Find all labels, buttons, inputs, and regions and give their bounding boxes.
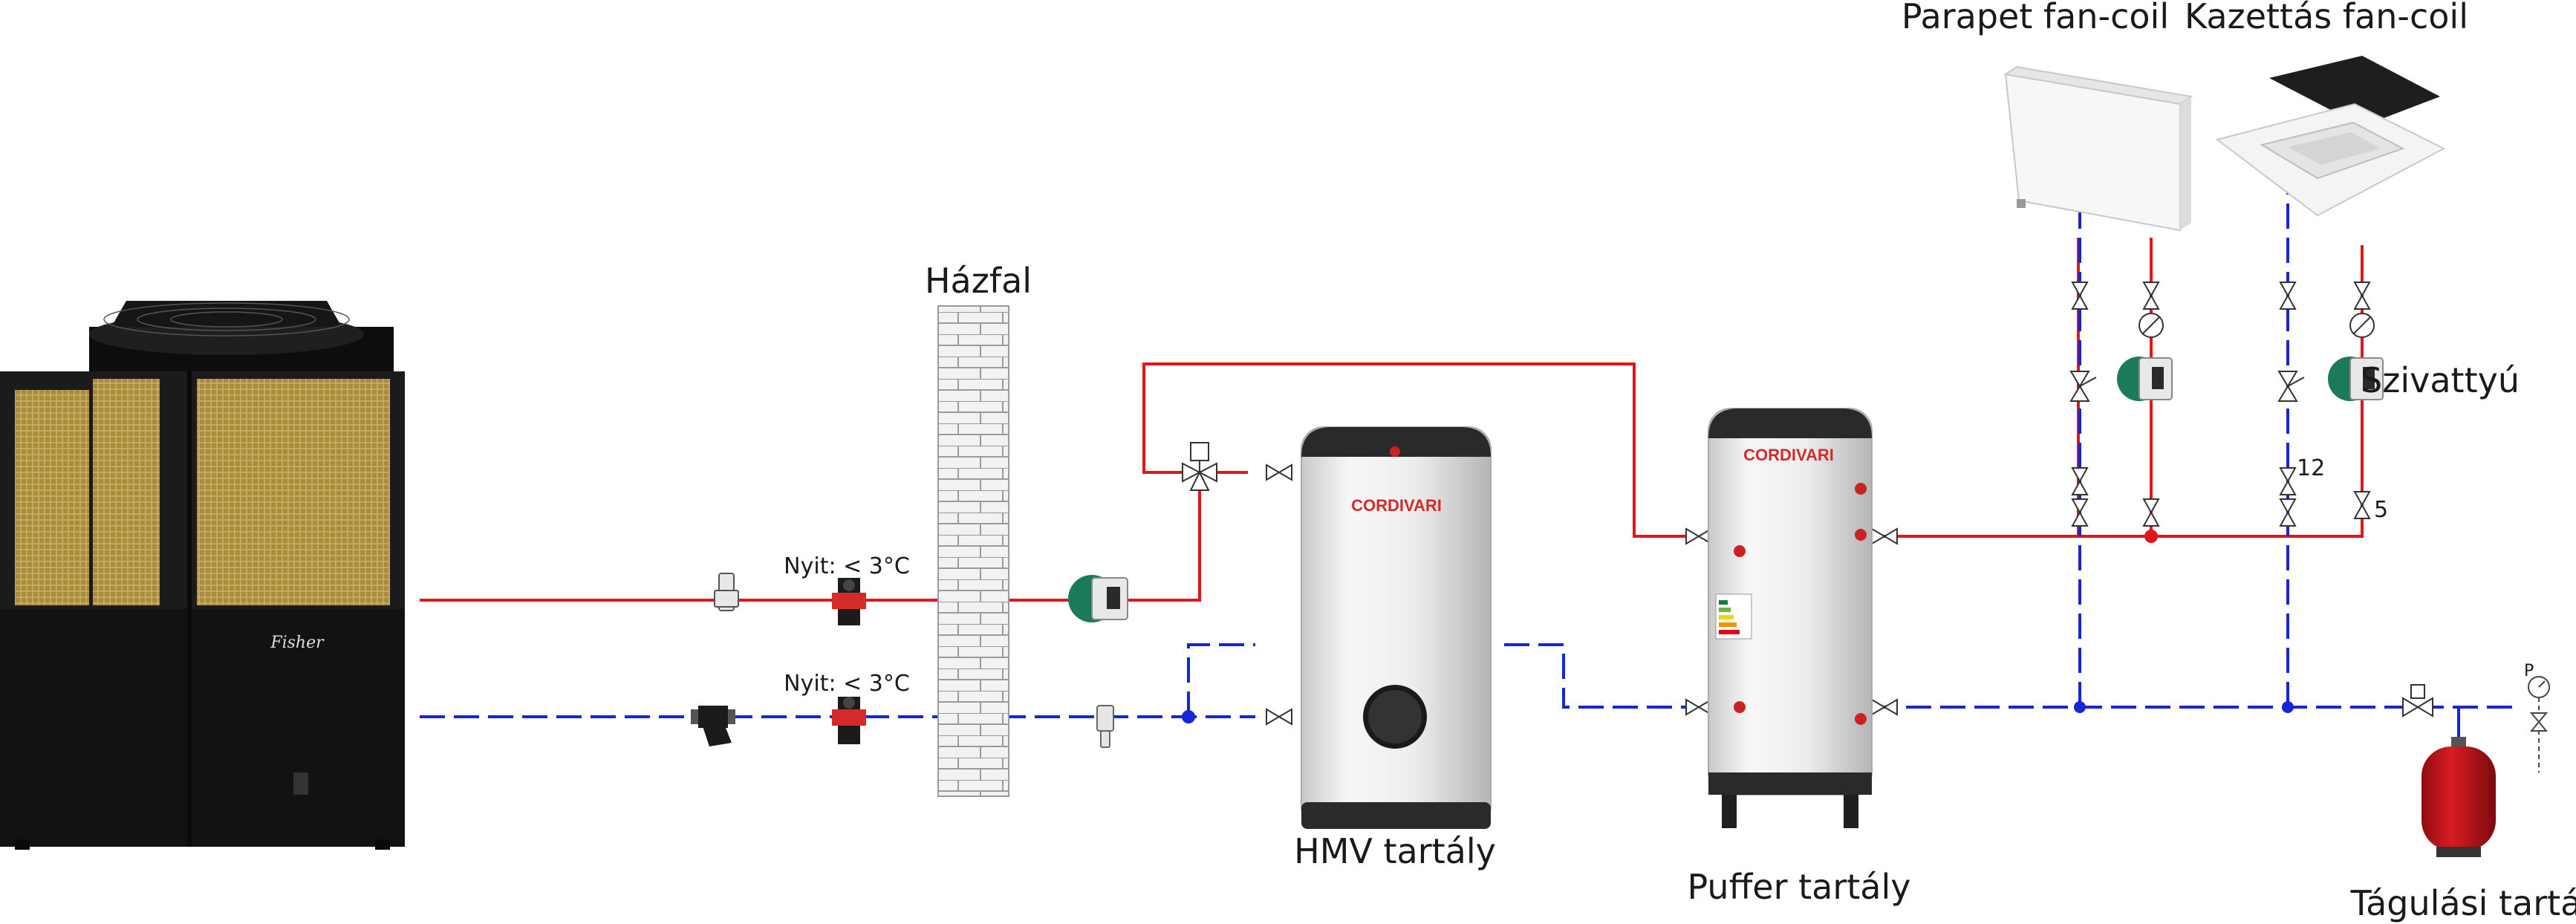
pump-label: Szivattyú [2361, 360, 2520, 400]
expansion-label: Tágulási tartály [2350, 883, 2576, 923]
ball-valve-icon [1266, 463, 1898, 726]
gauge-p-label: P [2524, 662, 2534, 680]
vertical-ball-valves [2071, 282, 2371, 527]
balancing-valves [2069, 371, 2305, 402]
hmv-brand: CORDIVARI [1351, 496, 1442, 515]
circulation-pump-main-icon [1068, 575, 1128, 622]
parapet-label: Parapet fan-coil [1902, 0, 2169, 36]
heatpump-brand: Fisher [270, 634, 325, 652]
air-vent-icon [714, 573, 739, 611]
filter-icon [1096, 705, 1114, 748]
return-tee-dot [1182, 710, 1195, 723]
puffer-brand: CORDIVARI [1743, 446, 1834, 464]
kazettas-label: Kazettás fan-coil [2185, 0, 2468, 36]
hmv-tank-icon [1301, 426, 1492, 829]
puffer-label: Puffer tartály [1688, 867, 1911, 907]
circulation-pump-kazettas-icon [2328, 357, 2384, 401]
return-pipes [420, 193, 2518, 718]
supply-tee-dot [2144, 530, 2158, 543]
check-valve-icon [2402, 684, 2433, 718]
flow-meter-parapet-icon [2138, 313, 2164, 338]
puffer-tank-icon [1708, 408, 1873, 828]
expansion-vessel-icon [2421, 737, 2496, 857]
return-tee-dot-parapet [2074, 701, 2086, 713]
antifreeze-valve-top-icon [832, 578, 866, 625]
wall-label: Házfal [925, 261, 1032, 301]
flow-meter-kazettas-icon [2349, 313, 2375, 338]
hmv-label: HMV tartály [1294, 831, 1496, 871]
parapet-fan-coil-icon [2003, 65, 2193, 232]
circulation-pump-parapet-icon [2117, 357, 2173, 401]
brick-wall-icon [937, 305, 1009, 797]
number-12: 12 [2297, 455, 2325, 481]
heat-pump-icon [0, 301, 405, 850]
pressure-gauge-icon [2528, 676, 2550, 772]
y-strainer-icon [691, 706, 735, 746]
number-5: 5 [2374, 497, 2388, 523]
cassette-fan-coil-icon [2215, 56, 2446, 217]
return-tee-dot-kazettas [2282, 701, 2294, 713]
three-way-valve-icon [1182, 442, 1217, 491]
antifreeze-valve-bottom-icon [832, 697, 866, 744]
antifreeze-label-bottom: Nyit: < 3°C [784, 671, 910, 697]
antifreeze-label-top: Nyit: < 3°C [784, 553, 910, 579]
